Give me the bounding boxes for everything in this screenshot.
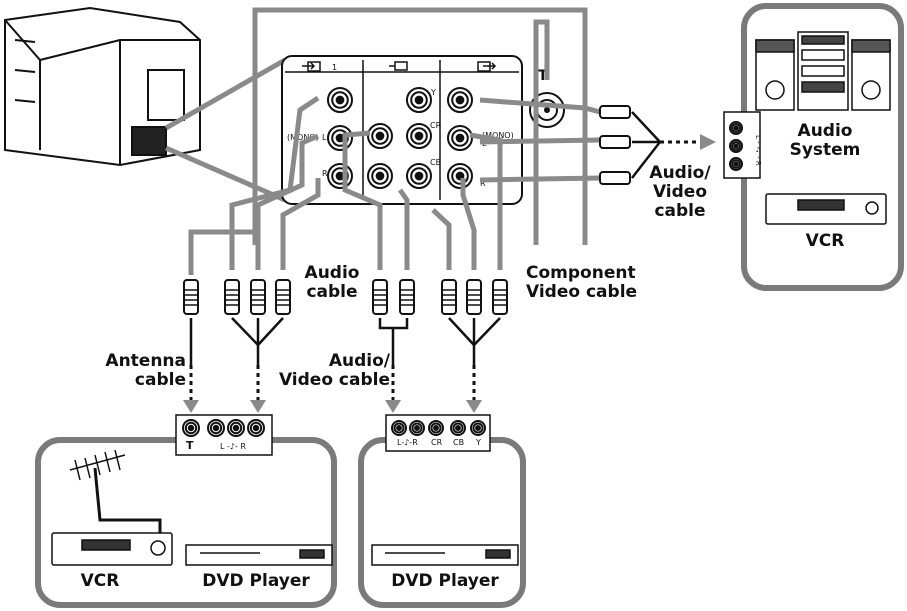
panel-jack	[447, 125, 473, 151]
left-box-label: L -♪- R	[220, 442, 246, 451]
dotted-lines	[189, 140, 700, 400]
vcr-left-label: VCR	[80, 571, 120, 591]
right-box-lr-label: L-♪-R	[397, 438, 418, 447]
component-cable-label: Component Video cable	[526, 263, 638, 302]
panel-jack	[447, 87, 473, 113]
r-label-right: R	[480, 179, 486, 188]
plugs	[183, 105, 631, 315]
box-jack	[470, 420, 486, 436]
splitter-wires	[189, 111, 662, 365]
right-box-cr-label: CR	[431, 438, 443, 447]
right-side-jack-label: L - ♪ - R	[754, 135, 762, 166]
vcr-right-label: VCR	[805, 231, 845, 251]
panel-jack	[367, 123, 393, 149]
audio-cable-label: Audio cable	[304, 263, 360, 302]
panel-jack	[406, 87, 432, 113]
dvd-left-drawing	[185, 544, 333, 566]
box-jack	[227, 419, 245, 437]
svg-text:T: T	[538, 68, 548, 84]
box-jack	[729, 121, 743, 135]
panel-jack	[327, 125, 353, 151]
panel-jack	[406, 123, 432, 149]
box-jack	[247, 419, 265, 437]
right-box-y-label: Y	[475, 438, 481, 447]
dvd-right-drawing	[371, 544, 519, 566]
zoom-line-top	[164, 57, 287, 131]
box-jack	[409, 420, 425, 436]
cables	[188, 19, 601, 275]
box-jack	[391, 420, 407, 436]
audio-system-label: Audio System	[789, 121, 861, 160]
box-jack	[182, 419, 200, 437]
mono-label-right: (MONO)	[482, 131, 514, 140]
box-jack	[729, 157, 743, 171]
cable-plug	[183, 279, 199, 315]
box-jacks	[182, 121, 743, 437]
cable-plug	[599, 135, 631, 149]
antenna-cable-label: Antenna cable	[105, 351, 186, 390]
audio-system-drawing	[755, 31, 891, 111]
box-jack	[729, 139, 743, 153]
cable-plug	[441, 279, 457, 315]
cable-plug	[399, 279, 415, 315]
panel-jack	[327, 87, 353, 113]
zoom-line-bottom	[164, 145, 287, 203]
box-jack	[207, 419, 225, 437]
cable-plug	[372, 279, 388, 315]
input-number: 1	[332, 63, 337, 72]
vcr-right-drawing	[765, 193, 887, 225]
dvd-right-label: DVD Player	[391, 571, 499, 591]
l-label: L	[322, 133, 327, 142]
r-label: R	[322, 169, 328, 178]
box-jack	[428, 420, 444, 436]
vcr-left-drawing	[51, 449, 173, 566]
cb-label: CB	[430, 158, 441, 167]
cable-plug	[599, 171, 631, 185]
mono-label: (MONO)	[287, 133, 319, 142]
panel-jack	[447, 163, 473, 189]
cable-plug	[466, 279, 482, 315]
arrows	[183, 134, 716, 413]
av-cable-right-label: Audio/ Video cable	[649, 163, 711, 221]
av-cable-left-label: Audio/ Video cable	[278, 351, 390, 390]
cable-plug	[492, 279, 508, 315]
tv-set	[4, 6, 201, 167]
panel-jack	[406, 163, 432, 189]
y-label: Y	[430, 88, 436, 97]
cable-plug	[599, 105, 631, 119]
cr-label: CR	[430, 121, 442, 130]
svg-text:T: T	[186, 439, 194, 452]
right-box-cb-label: CB	[453, 438, 464, 447]
cable-plug	[275, 279, 291, 315]
cable-plug	[224, 279, 240, 315]
dvd-left-label: DVD Player	[202, 571, 310, 591]
panel-frame	[252, 7, 588, 245]
box-jack	[450, 420, 466, 436]
cable-plug	[250, 279, 266, 315]
panel-jack	[367, 163, 393, 189]
panel-jack	[327, 163, 353, 189]
